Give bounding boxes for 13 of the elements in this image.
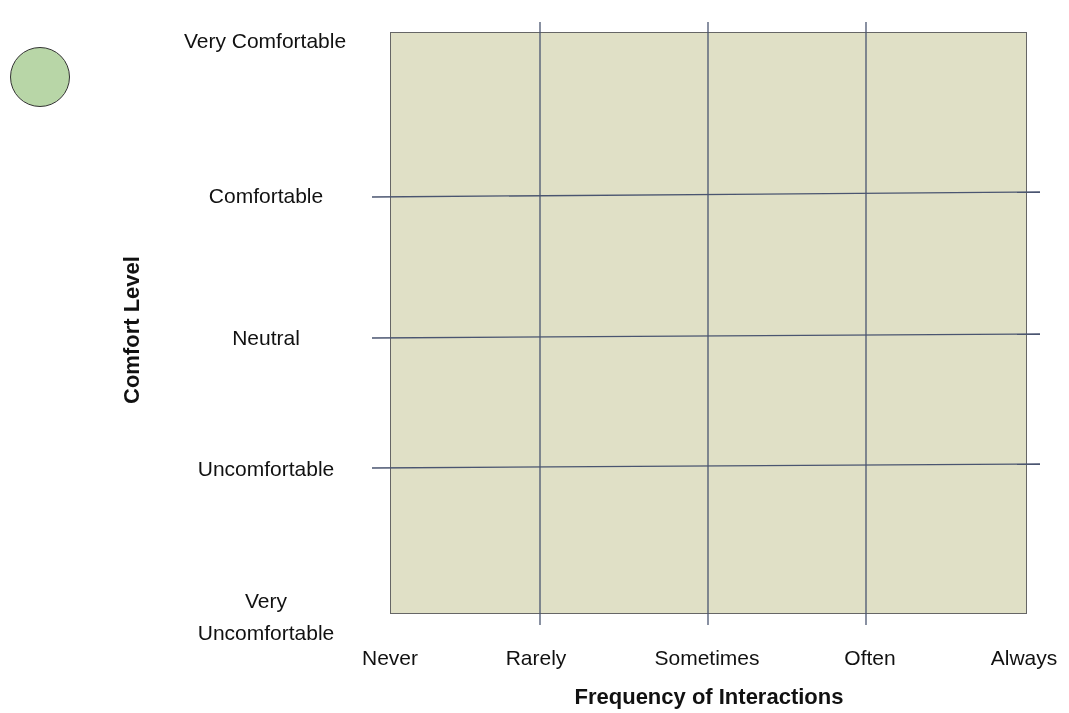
axis-label: Neutral	[232, 325, 300, 351]
axis-label: Uncomfortable	[197, 456, 335, 482]
axis-label: Never	[362, 645, 418, 671]
axis-label: Very Uncomfortable	[196, 588, 336, 646]
axis-label: Very Comfortable	[183, 28, 347, 54]
grid-background	[390, 32, 1027, 614]
axis-label: Comfortable	[208, 183, 324, 209]
axis-title: Frequency of Interactions	[574, 683, 844, 711]
axis-label: Often	[844, 645, 896, 671]
axis-label: Rarely	[505, 645, 567, 671]
axis-label: Sometimes	[654, 645, 760, 671]
axis-title: Comfort Level	[121, 256, 143, 404]
axis-label: Always	[990, 645, 1058, 671]
